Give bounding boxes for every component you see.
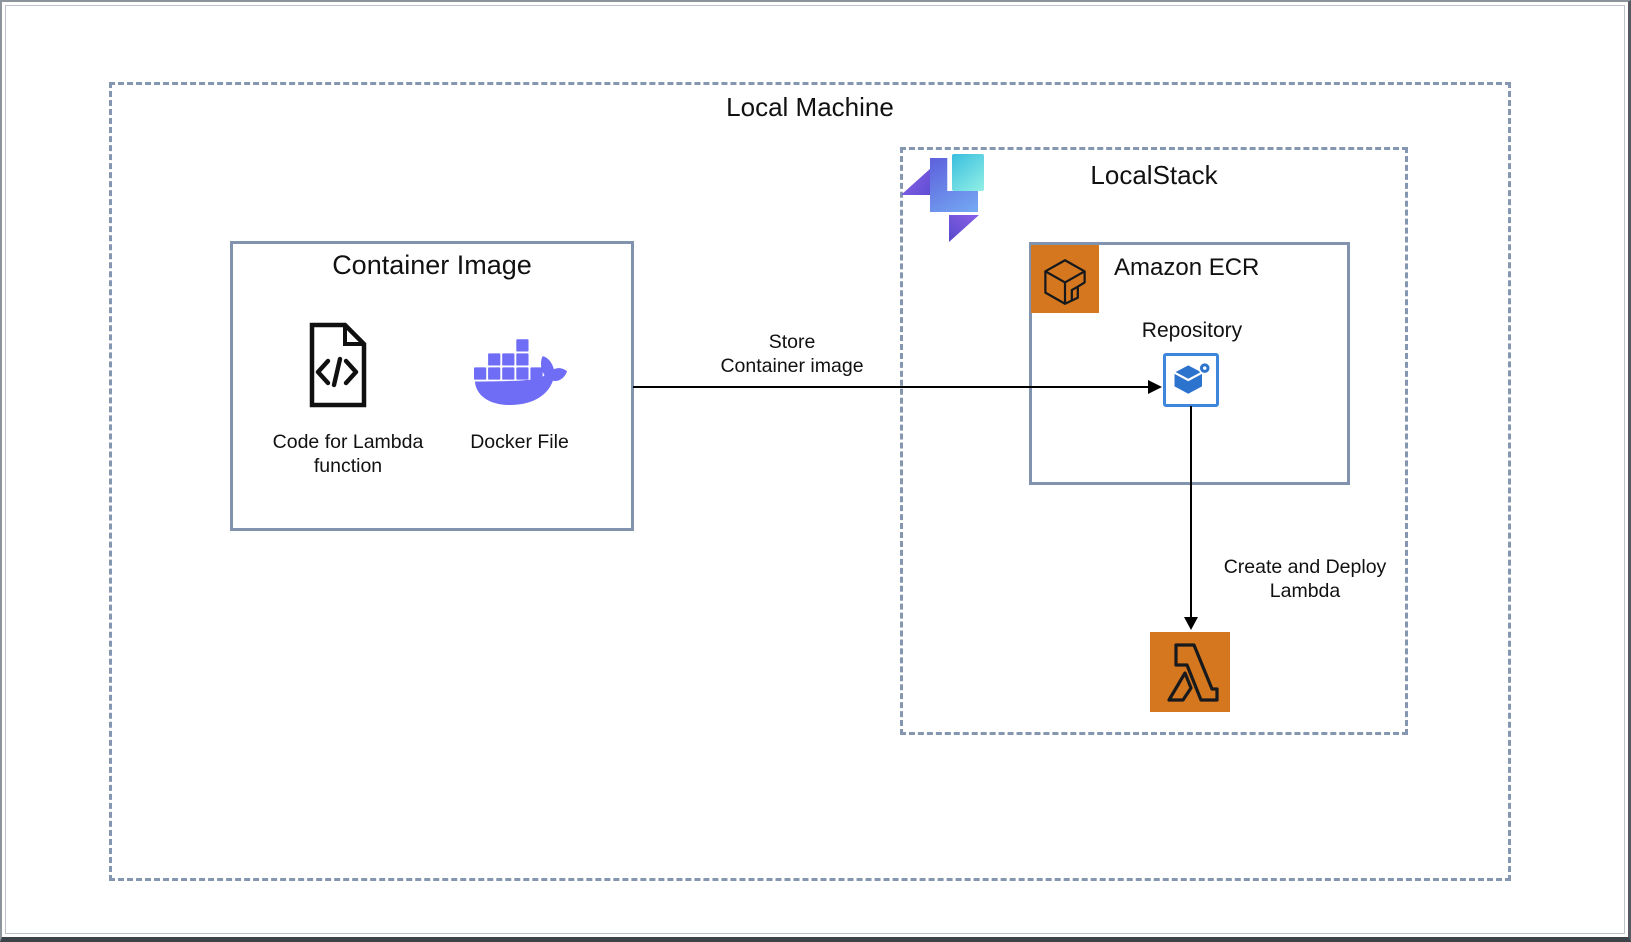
localstack-box: LocalStack — [900, 147, 1408, 735]
localstack-logo-icon — [899, 150, 989, 244]
container-image-title: Container Image — [332, 250, 532, 280]
deploy-arrow-label: Create and Deploy Lambda — [1195, 556, 1415, 603]
deploy-arrow-line — [1190, 406, 1192, 618]
localstack-logo-cyan-square — [952, 154, 984, 191]
store-arrow-label-line2: Container image — [720, 354, 864, 377]
localstack-title: LocalStack — [1090, 160, 1218, 190]
docker-file-label: Docker File — [470, 431, 569, 453]
docker-icon — [474, 338, 568, 412]
localstack-logo-left-triangle — [901, 168, 931, 195]
amazon-ecr-icon — [1031, 245, 1099, 313]
repository-label: Repository — [1141, 319, 1243, 342]
deploy-arrow-label-line2: Lambda — [1269, 579, 1341, 602]
localstack-logo-bottom-fin — [949, 215, 979, 242]
store-arrow-label-line1: Store — [768, 331, 816, 353]
ecr-repository-icon — [1163, 353, 1219, 407]
store-arrow-line — [633, 386, 1149, 388]
deploy-arrow-label-line1: Create and Deploy — [1223, 556, 1387, 578]
container-image-box: Container Image — [230, 241, 634, 531]
local-machine-title: Local Machine — [726, 92, 894, 122]
amazon-ecr-title: Amazon ECR — [1114, 254, 1260, 281]
local-machine-box: Local Machine — [109, 82, 1511, 881]
deploy-arrow-head — [1184, 617, 1198, 630]
store-arrow-head — [1148, 380, 1162, 394]
store-arrow-label: Store Container image — [632, 331, 952, 378]
code-file-icon — [305, 320, 371, 410]
code-file-label: Code for Lambda function — [272, 431, 424, 477]
aws-lambda-icon — [1150, 632, 1230, 712]
